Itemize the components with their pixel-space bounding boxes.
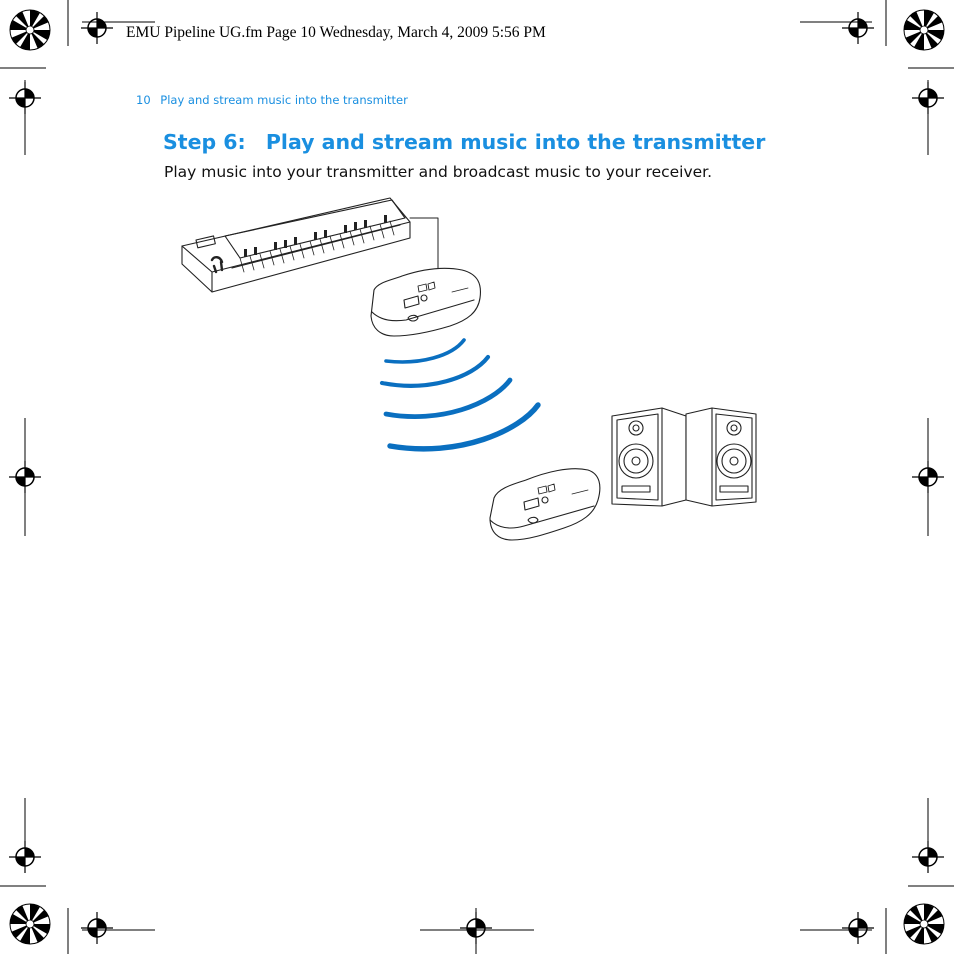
receiver-illustration [489, 468, 601, 541]
running-header: 10 Play and stream music into the transm… [136, 93, 408, 107]
wireless-signal-icon [379, 338, 541, 452]
step-title-text: Play and stream music into the transmitt… [265, 130, 766, 154]
speaker-left-illustration [611, 407, 687, 507]
step-heading: Step 6: Play and stream music into the t… [163, 130, 765, 154]
transmitter-illustration [370, 267, 482, 337]
section-title: Play and stream music into the transmitt… [160, 93, 408, 107]
midi-keyboard-illustration [181, 197, 439, 293]
step-label: Step 6: [163, 130, 246, 154]
page-number: 10 [136, 93, 151, 107]
print-slug: EMU Pipeline UG.fm Page 10 Wednesday, Ma… [126, 24, 546, 41]
speaker-right-illustration [685, 407, 757, 507]
step-instructions: Play music into your transmitter and bro… [164, 163, 713, 181]
